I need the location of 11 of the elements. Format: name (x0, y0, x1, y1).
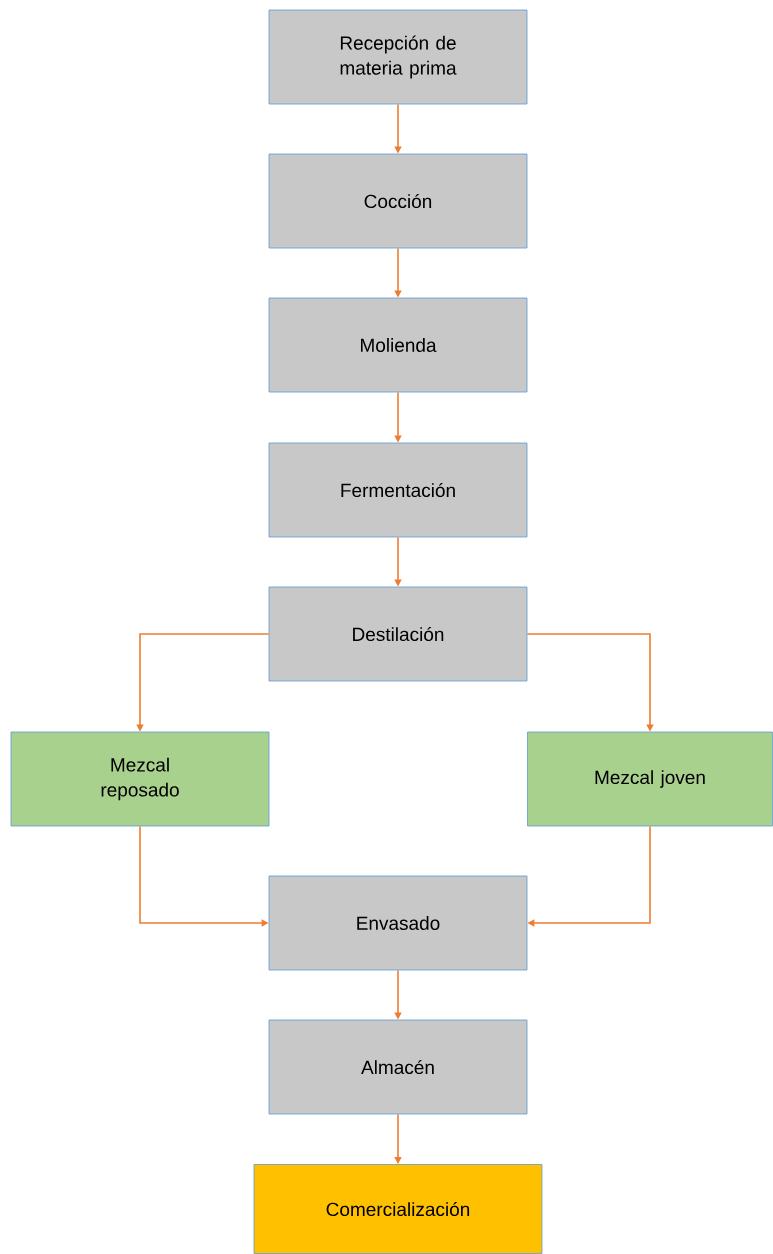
process-box: Recepción de materia prima (268, 9, 528, 105)
process-box: Cocción (268, 153, 528, 249)
process-box: Molienda (268, 297, 528, 393)
process-box: Destilación (268, 586, 528, 682)
final-box: Comercialización (253, 1164, 543, 1254)
process-box: Fermentación (268, 442, 528, 538)
result-box: Mezcal reposado (10, 731, 270, 827)
process-box: Envasado (268, 875, 528, 971)
arrow (394, 1113, 402, 1164)
process-box: Almacén (268, 1019, 528, 1115)
result-box: Mezcal joven (527, 731, 773, 827)
